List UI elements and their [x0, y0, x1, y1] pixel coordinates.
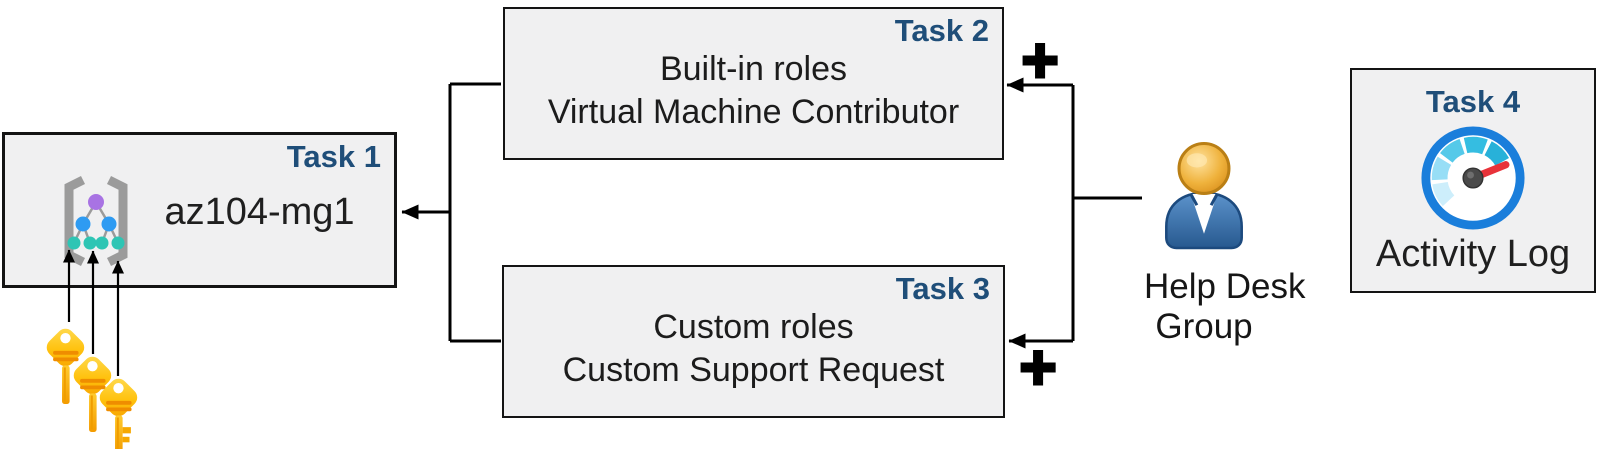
bracket-left [64, 175, 86, 267]
task2-line2: Virtual Machine Contributor [547, 93, 960, 131]
task2-badge: Task 2 [894, 13, 989, 48]
tree-mid-node [75, 216, 91, 232]
task4-box: Task 4 Activity Log [1350, 68, 1596, 293]
task4-badge: Task 4 [1425, 84, 1521, 119]
user-collar-edges [1189, 193, 1219, 206]
task2-box: Task 2 Built-in roles Virtual Machine Co… [503, 7, 1004, 160]
plus-icon: + [1020, 24, 1060, 96]
tree-leaf-node [111, 236, 125, 250]
gauge-hub [1462, 167, 1484, 189]
task3-line1: Custom roles [653, 308, 854, 346]
tree-leaf-node [67, 236, 81, 250]
gauge-segments [1431, 136, 1510, 207]
user-head [1177, 142, 1231, 195]
task3-line2: Custom Support Request [562, 351, 945, 389]
task2-line1: Built-in roles [659, 50, 848, 88]
connector-group-to-roles [1006, 77, 1142, 349]
key-tooth [122, 427, 131, 434]
key-tooth [122, 436, 130, 443]
actor-label-line1: Help Desk [1144, 267, 1306, 306]
task2-text: Built-in roles Virtual Machine Contribut… [505, 48, 1002, 134]
connector-roles-to-mg [401, 82, 501, 343]
key-icon [43, 325, 88, 405]
help-desk-group: Help Desk Group [1144, 142, 1306, 347]
key-icon [96, 375, 141, 449]
task1-badge: Task 1 [286, 139, 381, 174]
actor-label-line2: Group [1155, 307, 1253, 346]
tree-leaf-node [83, 236, 97, 250]
help-desk-group-label: Help Desk Group [1144, 267, 1306, 347]
bracket-right [106, 175, 128, 267]
user-head-highlight [1186, 153, 1208, 168]
user-icon [1165, 142, 1243, 250]
task3-text: Custom roles Custom Support Request [504, 306, 1003, 392]
task3-box: Task 3 Custom roles Custom Support Reque… [502, 265, 1005, 418]
tree-leaf-node [95, 236, 109, 250]
gauge-icon-wrap [1419, 124, 1527, 237]
gauge-icon [1421, 126, 1525, 230]
gauge-hub-highlight [1467, 171, 1474, 179]
task1-box: Task 1 az104-mg1 [2, 132, 397, 288]
tree-mid-node [101, 216, 117, 232]
plus-icon: + [1018, 331, 1058, 403]
management-group-icon [64, 175, 128, 267]
task4-name: Activity Log [1375, 233, 1571, 275]
task1-name: az104-mg1 [164, 191, 355, 233]
task3-badge: Task 3 [895, 271, 990, 306]
tree-root-node [88, 194, 104, 210]
key-icon [70, 353, 115, 433]
